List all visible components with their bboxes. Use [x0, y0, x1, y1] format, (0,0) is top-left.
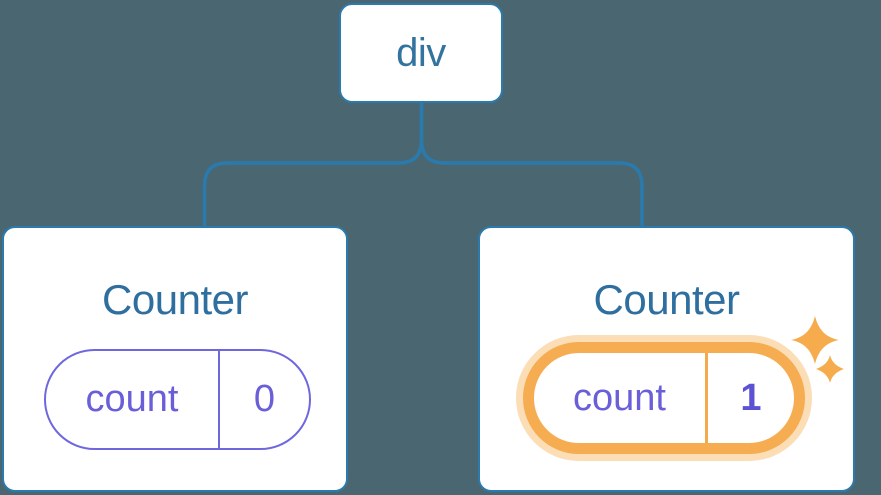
connector-left-branch — [202, 102, 424, 227]
sparkle-icon-large — [791, 316, 839, 364]
state-key-right: count — [573, 376, 666, 419]
sparkle-icon — [791, 316, 844, 383]
pill-divider-right — [705, 353, 708, 443]
pill-divider-left — [218, 351, 220, 448]
component-title-left: Counter — [102, 276, 248, 323]
root-node-label: div — [396, 30, 446, 75]
root-node-div: div — [339, 3, 503, 103]
state-value-left: 0 — [253, 378, 276, 420]
state-pill-highlighted: count 1 — [523, 342, 805, 454]
state-value-right: 1 — [740, 376, 762, 419]
state-pill-left: count 0 — [44, 349, 311, 450]
sparkle-icon-small — [816, 355, 844, 383]
counter-card-right: Counter count 1 — [478, 226, 855, 492]
state-key-left: count — [85, 378, 179, 420]
counter-card-left: Counter count 0 — [2, 226, 348, 492]
connector-right-branch — [419, 102, 644, 227]
component-title-right: Counter — [593, 276, 740, 323]
